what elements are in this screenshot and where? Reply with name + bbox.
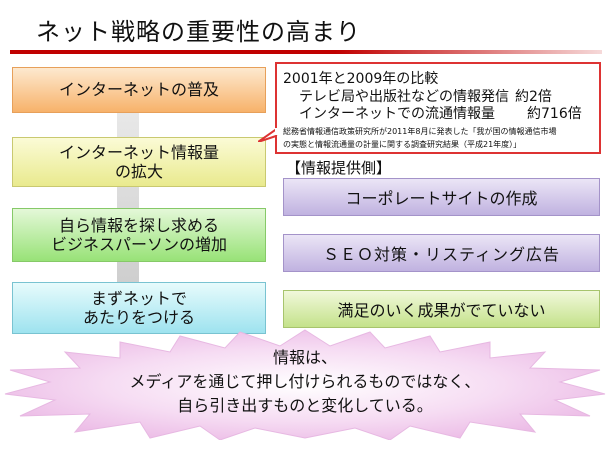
flow-step-seekers-increase: 自ら情報を探し求める ビジネスパーソンの増加 xyxy=(12,208,266,262)
flow-step-line: 自ら情報を探し求める xyxy=(58,215,219,235)
flow-step-internet-spread: インターネットの普及 xyxy=(12,67,266,113)
flow-step-line: の拡大 xyxy=(114,162,163,181)
flow-step-line: インターネットの普及 xyxy=(58,80,219,100)
slide-title: ネット戦略の重要性の高まり xyxy=(36,18,361,46)
conclusion-line: 自ら引き出すものと変化している。 xyxy=(177,396,433,415)
callout-row-value: 約716倍 xyxy=(527,106,582,122)
flow-step-line: インターネット情報量 xyxy=(58,142,219,162)
flow-step-check-online-first: まずネットで あたりをつける xyxy=(12,282,266,334)
conclusion-line: 情報は、 xyxy=(272,348,337,367)
provider-item-corporate-site: コーポレートサイトの作成 xyxy=(283,178,600,216)
callout-row: インターネットでの流通情報量 約716倍 xyxy=(299,103,582,123)
callout-source: 総務省情報通信政策研究所が2011年8月に発表した「我が国の情報通信市場 xyxy=(283,127,557,136)
conclusion-line: メディアを通じて押し付けられるものではなく、 xyxy=(129,372,481,391)
callout-row: テレビ局や出版社などの情報発信 約2倍 xyxy=(299,86,552,106)
starburst-shape xyxy=(4,329,606,440)
callout-pointer-icon xyxy=(258,128,278,142)
callout-row-label: テレビ局や出版社などの情報発信 xyxy=(299,89,509,105)
conclusion-text: 情報は、 メディアを通じて押し付けられるものではなく、 自ら引き出すものと変化し… xyxy=(0,346,610,418)
title-underline xyxy=(10,50,602,54)
provider-side-label: 【情報提供側】 xyxy=(286,159,392,177)
provider-item-unsatisfactory-results: 満足のいく成果がでていない xyxy=(283,290,600,328)
flow-step-line: ビジネスパーソンの増加 xyxy=(50,235,227,254)
callout-source: の実態と情報流通量の計量に関する調査研究結果（平成21年度）」 xyxy=(283,140,522,149)
flow-step-info-volume-growth: インターネット情報量 の拡大 xyxy=(12,137,266,187)
flow-step-line: あたりをつける xyxy=(82,308,195,327)
flow-step-line: まずネットで xyxy=(90,288,187,308)
callout-row-label: インターネットでの流通情報量 xyxy=(299,106,495,122)
callout-heading: 2001年と2009年の比較 xyxy=(283,71,439,87)
callout-row-value: 約2倍 xyxy=(515,89,552,105)
comparison-callout: 2001年と2009年の比較 テレビ局や出版社などの情報発信 約2倍 インターネ… xyxy=(275,62,601,154)
provider-item-seo-listing: ＳＥＯ対策・リスティング広告 xyxy=(283,234,600,272)
